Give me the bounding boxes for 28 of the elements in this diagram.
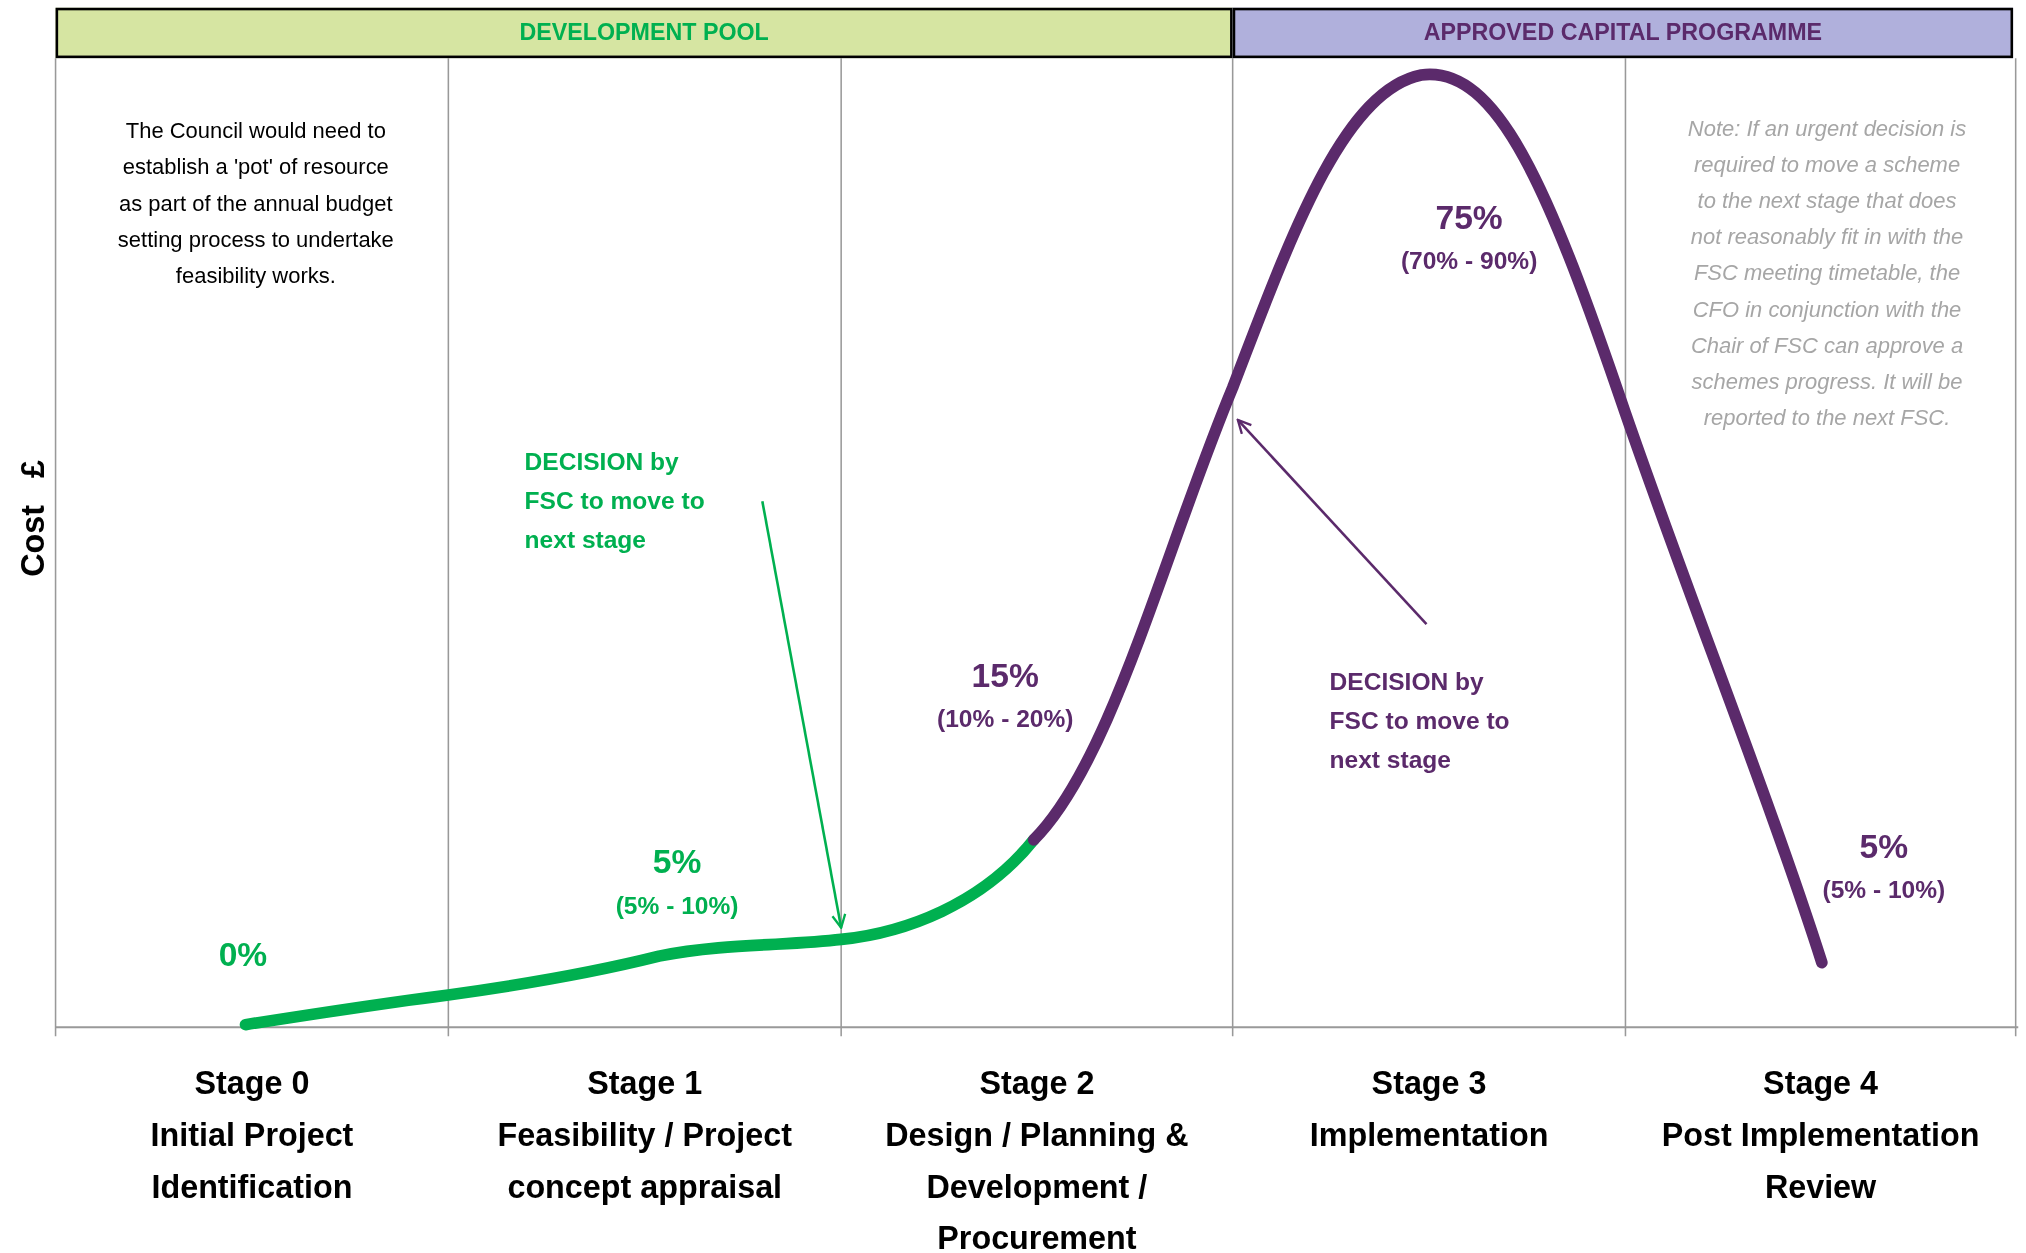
range-label: (5% - 10%) [1821,875,1947,906]
axis-title: Cost £ [12,459,52,579]
percentage-label: 5% [1858,825,1910,868]
section-band: DEVELOPMENT POOL [55,7,1233,59]
percentage-label: 75% [1434,196,1504,239]
stage-name: Initial Project Identification [149,1115,355,1207]
stage-number: Stage 4 [1762,1063,1880,1103]
stage-number: Stage 3 [1370,1063,1488,1103]
decision-note: DECISION by FSC to move to next stage [524,443,729,560]
percentage-label: 0% [217,934,269,977]
range-label: (70% - 90%) [1399,245,1539,276]
note-text: Note: If an urgent decision is required to move a scheme to the next stage that does not reasonably fit in with the FSC meeting timetable, the CFO in conjunction with the Chair of FSC can approve a schemes progress. It will be reported to the next FSC. [1686,115,1968,433]
stage-number: Stage 1 [586,1063,704,1103]
range-label: (10% - 20%) [936,704,1075,735]
percentage-label: 5% [651,841,703,884]
range-label: (5% - 10%) [614,890,740,921]
percentage-label: 15% [970,655,1040,698]
stage-name: Design / Planning & Development / Procurement [884,1115,1190,1253]
leader-arrow [761,501,847,929]
decision-note: DECISION by FSC to move to next stage [1329,662,1511,780]
stage-number: Stage 2 [978,1063,1096,1103]
section-band: APPROVED CAPITAL PROGRAMME [1232,7,2014,59]
stage-name: Implementation [1308,1115,1550,1155]
stage-number: Stage 0 [193,1063,311,1103]
description-text: The Council would need to establish a 'pot' of resource as part of the annual budget setting process to undertake feasibility works. [116,117,395,291]
stage-name: Post Implementation Review [1660,1115,1981,1207]
leader-arrow [1236,418,1428,625]
stage-name: Feasibility / Project concept appraisal [496,1115,793,1207]
